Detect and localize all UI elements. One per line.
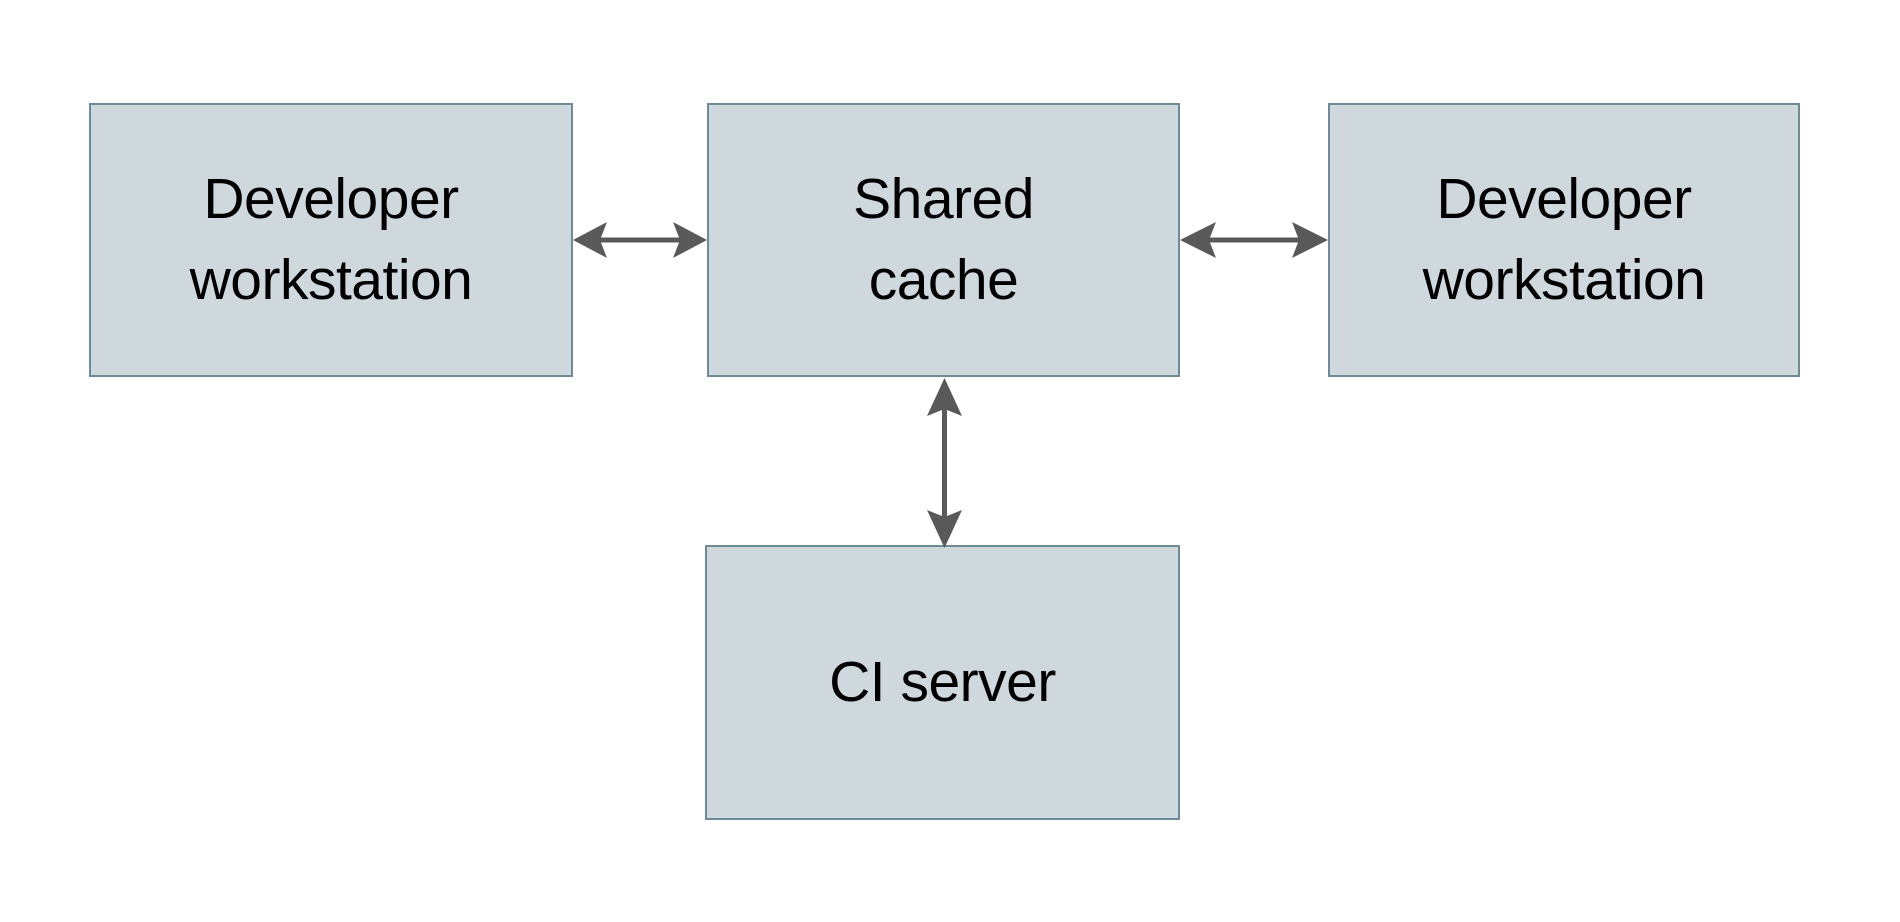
double-arrow-vertical-icon — [927, 378, 962, 548]
node-label-shared-cache: Shared cache — [853, 167, 1034, 312]
edge-left-workstation-to-shared-cache[interactable] — [573, 205, 707, 275]
node-developer-workstation-right[interactable]: Developer workstation — [1328, 103, 1800, 377]
double-arrow-horizontal-icon — [1180, 222, 1328, 258]
double-arrow-horizontal-icon — [573, 222, 707, 258]
node-label-ci-server: CI server — [829, 650, 1056, 715]
node-label-developer-workstation-right: Developer workstation — [1422, 167, 1706, 312]
edge-shared-cache-to-right-workstation[interactable] — [1180, 205, 1328, 275]
node-shared-cache[interactable]: Shared cache — [707, 103, 1180, 377]
edge-shared-cache-to-ci-server[interactable] — [910, 378, 980, 548]
node-ci-server[interactable]: CI server — [705, 545, 1180, 820]
node-developer-workstation-left[interactable]: Developer workstation — [89, 103, 573, 377]
node-label-developer-workstation-left: Developer workstation — [189, 167, 473, 312]
